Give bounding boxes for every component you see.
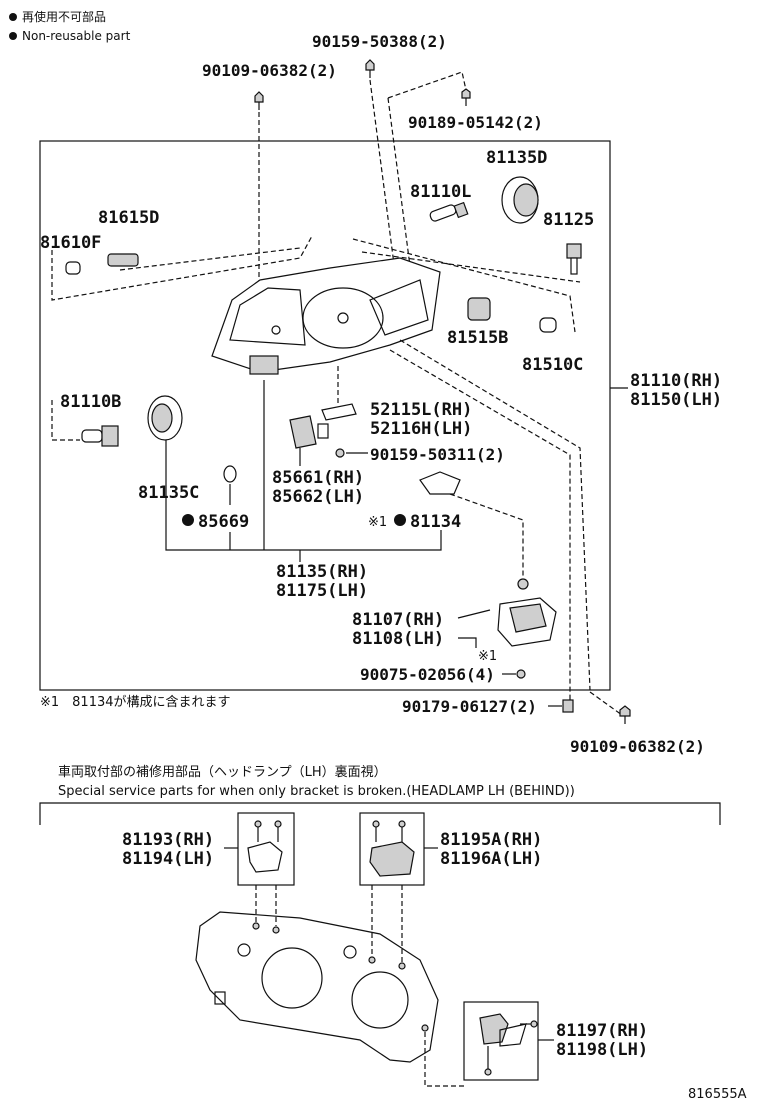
clip-icon bbox=[562, 699, 574, 713]
bulb-icon bbox=[321, 403, 357, 421]
label-81198: 81198(LH) bbox=[556, 1040, 648, 1060]
bulb-icon bbox=[65, 261, 81, 275]
label-81194: 81194(LH) bbox=[122, 849, 214, 869]
halogen-bulb-icon bbox=[81, 425, 119, 447]
label-81108: 81108(LH) bbox=[352, 629, 444, 649]
legend-bullet-icon bbox=[9, 13, 17, 21]
label-81175LH: 81175(LH) bbox=[276, 581, 368, 601]
gasket-icon bbox=[419, 471, 461, 495]
label-85669: 85669 bbox=[198, 512, 249, 532]
ballast-unit-icon bbox=[497, 578, 557, 647]
mark-81134: ※1 bbox=[368, 515, 387, 530]
legend-jp: 再使用不可部品 bbox=[22, 9, 106, 24]
label-90159-50311: 90159-50311(2) bbox=[370, 445, 505, 464]
nut-icon bbox=[461, 88, 471, 106]
section-title-jp: 車両取付部の補修用部品（ヘッドランプ（LH）裏面視） bbox=[58, 765, 387, 780]
label-90189-05142: 90189-05142(2) bbox=[408, 113, 543, 132]
bulb-socket-cover-icon bbox=[147, 395, 183, 441]
legend-bullet-icon bbox=[9, 32, 17, 40]
label-81110B: 81110B bbox=[60, 392, 121, 412]
bulb-socket-cover-icon bbox=[501, 176, 539, 224]
label-81134: 81134 bbox=[410, 512, 461, 532]
section-title-en: Special service parts for when only brac… bbox=[58, 784, 575, 799]
label-81510C: 81510C bbox=[522, 355, 583, 375]
legend-en: Non-reusable part bbox=[22, 29, 131, 43]
label-90109-06382-bottom: 90109-06382(2) bbox=[570, 737, 705, 756]
label-81196A: 81196A(LH) bbox=[440, 849, 542, 869]
socket-icon bbox=[566, 243, 582, 275]
screw-icon bbox=[516, 669, 526, 679]
non-reusable-bullet-icon bbox=[182, 514, 194, 526]
assembly-frame bbox=[39, 140, 611, 691]
label-81615D: 81615D bbox=[98, 208, 159, 228]
halogen-bulb-icon bbox=[429, 201, 469, 222]
screw-icon bbox=[619, 705, 631, 724]
socket-icon bbox=[467, 297, 491, 321]
headlamp-housing-icon bbox=[211, 257, 441, 375]
bracket-icon bbox=[479, 1013, 538, 1076]
label-81515B: 81515B bbox=[447, 328, 508, 348]
label-90075: 90075-02056(4) bbox=[360, 665, 495, 684]
label-81135C: 81135C bbox=[138, 483, 199, 503]
label-85661: 85661(RH) bbox=[272, 468, 364, 488]
screw-icon bbox=[365, 59, 375, 78]
label-85662: 85662(LH) bbox=[272, 487, 364, 507]
label-81197: 81197(RH) bbox=[556, 1021, 648, 1041]
label-81193: 81193(RH) bbox=[122, 830, 214, 850]
figure-id: 816555A bbox=[688, 1087, 747, 1102]
label-81110RH: 81110(RH) bbox=[630, 371, 722, 391]
label-81610F: 81610F bbox=[40, 233, 101, 253]
label-81110L: 81110L bbox=[410, 182, 471, 202]
label-81107: 81107(RH) bbox=[352, 610, 444, 630]
label-81125: 81125 bbox=[543, 210, 594, 230]
label-90179: 90179-06127(2) bbox=[402, 697, 537, 716]
label-52115L: 52115L(RH) bbox=[370, 400, 472, 420]
label-81135RH: 81135(RH) bbox=[276, 562, 368, 582]
label-52116H: 52116H(LH) bbox=[370, 419, 472, 439]
screw-icon bbox=[254, 91, 264, 110]
socket-icon bbox=[107, 253, 139, 267]
bracket-box-81197 bbox=[463, 1001, 539, 1081]
label-81150LH: 81150(LH) bbox=[630, 390, 722, 410]
bracket-icon bbox=[369, 820, 415, 877]
bracket-box-81193 bbox=[237, 812, 295, 886]
non-reusable-bullet-icon bbox=[394, 514, 406, 526]
screw-icon bbox=[335, 448, 345, 458]
bracket-box-81195A bbox=[359, 812, 425, 886]
bracket-icon bbox=[289, 415, 329, 449]
label-90109-06382-top: 90109-06382(2) bbox=[202, 61, 337, 80]
mark-81108: ※1 bbox=[478, 649, 497, 664]
headlamp-rear-outline-icon bbox=[195, 911, 439, 1063]
gasket-icon bbox=[223, 465, 237, 483]
footnote: ※1 81134が構成に含まれます bbox=[40, 694, 231, 710]
label-81195A: 81195A(RH) bbox=[440, 830, 542, 850]
bracket-icon bbox=[247, 820, 283, 873]
label-90159-50388: 90159-50388(2) bbox=[312, 32, 447, 51]
bulb-icon bbox=[539, 317, 557, 333]
label-81135D: 81135D bbox=[486, 148, 547, 168]
